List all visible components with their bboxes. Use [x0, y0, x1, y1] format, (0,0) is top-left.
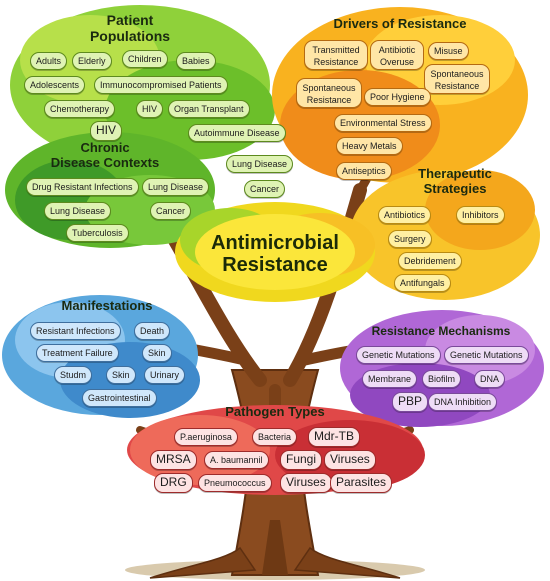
pathogens-item-fungi: Fungi	[280, 450, 323, 470]
center-title-line2: Resistance	[222, 254, 328, 276]
chronic-title-line2: Disease Contexts	[50, 155, 160, 170]
pathogens-item-parasites: Parasites	[330, 473, 393, 493]
patient-item-hiv: HIV	[136, 100, 164, 118]
patient-item-elderly: Elderly	[72, 52, 112, 70]
pathogens-item-mdr-tb: Mdr-TB	[308, 427, 360, 447]
therapeutic-item-inhibitors: Inhibitors	[456, 206, 505, 224]
manifestations-item-death: Death	[134, 322, 171, 340]
drivers-item-transmitted: Transmitted Resistance	[304, 40, 368, 70]
mechanisms-item-dna-inhibition: DNA Inhibition	[428, 393, 498, 411]
root-center	[262, 520, 288, 575]
drivers-item-misuse: Misuse	[428, 42, 469, 60]
manifestations-item-skin-2: Skin	[106, 366, 136, 384]
root-left	[149, 546, 257, 579]
patient-item-immunocompromised: Immunocompromised Patients	[94, 76, 228, 94]
patient-item-babies: Babies	[176, 52, 216, 70]
pathogens-item-viruses-2: Viruses	[280, 473, 332, 493]
drivers-item-poor-hygiene: Poor Hygiene	[364, 88, 431, 106]
mechanisms-item-genetic-mutations-1: Genetic Mutations	[356, 346, 441, 364]
patient-populations-title: Patient Populations	[60, 12, 200, 44]
chronic-item-tuberculosis: Tuberculosis	[66, 224, 129, 242]
therapeutic-title: Therapeutic Strategies	[400, 166, 510, 196]
chronic-item-lung-disease-1: Lung Disease	[226, 155, 294, 173]
chronic-item-lung-disease-2: Lung Disease	[142, 178, 210, 196]
drivers-item-antiseptics: Antiseptics	[336, 162, 392, 180]
drivers-item-environmental-stress: Environmental Stress	[334, 114, 432, 132]
root-right	[293, 546, 401, 579]
therapeutic-item-surgery: Surgery	[388, 230, 432, 248]
therapeutic-item-antibiotics: Antibiotics	[378, 206, 432, 224]
therapeutic-item-antifungals: Antifungals	[394, 274, 451, 292]
therapeutic-title-line2: Strategies	[423, 181, 487, 196]
chronic-title-line1: Chronic	[80, 140, 130, 155]
patient-title-line1: Patient	[106, 12, 154, 28]
patient-item-children: Children	[122, 50, 168, 68]
drivers-item-spontaneous-1: Spontaneous Resistance	[296, 78, 362, 108]
patient-title-line2: Populations	[89, 28, 171, 44]
chronic-item-cancer-2: Cancer	[150, 202, 192, 220]
drivers-item-antibiotic-overuse: Antibiotic Overuse	[370, 40, 424, 70]
mechanisms-item-pbp: PBP	[392, 392, 429, 412]
mechanisms-item-dna: DNA	[474, 370, 506, 388]
chronic-disease-title: Chronic Disease Contexts	[40, 140, 170, 170]
patient-item-organ-transplant: Organ Transplant	[168, 100, 250, 118]
pathogens-item-pneumococcus: Pneumococcus	[198, 474, 272, 492]
center-title: Antimicrobial Resistance	[185, 232, 365, 276]
drivers-item-spontaneous-2: Spontaneous Resistance	[424, 64, 490, 94]
patient-item-adults: Adults	[30, 52, 68, 70]
mechanisms-item-biofilm: Biofilm	[422, 370, 462, 388]
pathogens-item-viruses-1: Viruses	[324, 450, 376, 470]
mechanisms-title: Resistance Mechanisms	[371, 324, 511, 338]
manifestations-title: Manifestations	[61, 298, 153, 313]
mechanisms-item-genetic-mutations-2: Genetic Mutations	[444, 346, 529, 364]
manifestations-item-urinary: Urinary	[144, 366, 186, 384]
pathogens-item-mrsa: MRSA	[150, 450, 197, 470]
pathogens-title: Pathogen Types	[225, 404, 325, 419]
center-title-line1: Antimicrobial	[211, 232, 339, 254]
patient-item-autoimmune: Autoimmune Disease	[188, 124, 286, 142]
manifestations-item-treatment-failure: Treatment Failure	[36, 344, 119, 362]
mechanisms-item-membrane: Membrane	[362, 370, 418, 388]
pathogens-item-drg: DRG	[154, 473, 193, 493]
pathogens-item-p-aeruginosa: P.aeruginosa	[174, 428, 238, 446]
therapeutic-item-debridement: Debridement	[398, 252, 462, 270]
manifestations-item-studm: Studm	[54, 366, 93, 384]
patient-item-chemotherapy: Chemotherapy	[44, 100, 116, 118]
drivers-title: Drivers of Resistance	[333, 16, 467, 31]
drivers-item-heavy-metals: Heavy Metals	[336, 137, 403, 155]
pathogens-item-bacteria: Bacteria	[252, 428, 298, 446]
manifestations-item-skin-1: Skin	[142, 344, 172, 362]
patient-item-adolescents: Adolescents	[24, 76, 86, 94]
manifestations-item-gastrointestinal: Gastrointestinal	[82, 389, 157, 407]
pathogens-item-a-baumannil: A. baumannil	[204, 451, 269, 469]
canopy-center	[175, 202, 375, 302]
chronic-item-lung-disease-3: Lung Disease	[44, 202, 112, 220]
chronic-item-drug-resistant: Drug Resistant Infections	[26, 178, 139, 196]
manifestations-item-resistant-infections: Resistant Infections	[30, 322, 121, 340]
patient-item-hiv-2: HIV	[90, 121, 123, 141]
therapeutic-title-line1: Therapeutic	[418, 166, 492, 181]
chronic-item-cancer-1: Cancer	[244, 180, 286, 198]
